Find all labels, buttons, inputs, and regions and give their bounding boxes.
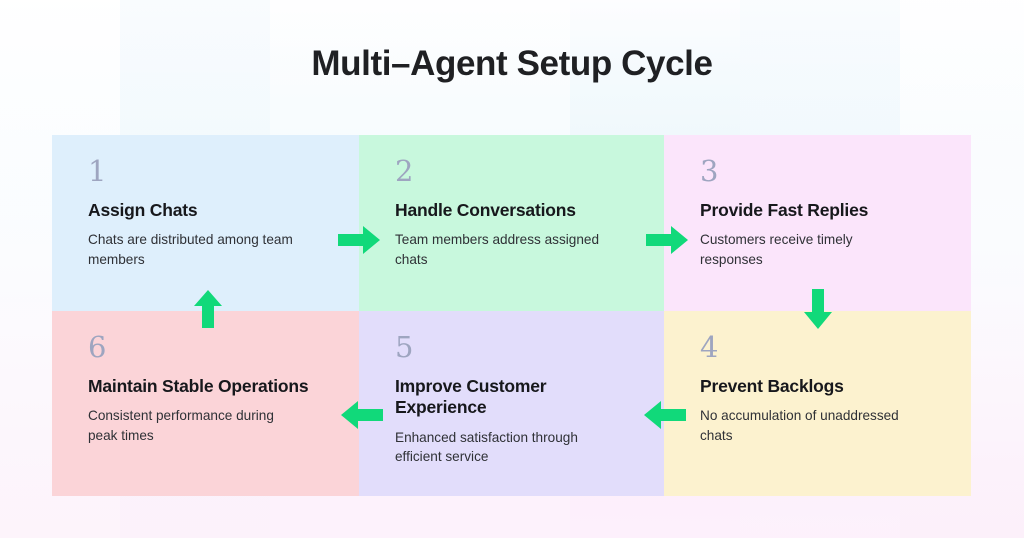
step-number: 5 [395, 330, 414, 364]
step-title: Handle Conversations [395, 200, 576, 220]
step-title: Prevent Backlogs [700, 376, 844, 396]
step-description: Team members address assigned chats [395, 232, 599, 268]
cycle-step-1[interactable]: 1 Assign Chats Chats are distributed amo… [52, 135, 359, 311]
step-title: Maintain Stable Operations [88, 376, 309, 396]
step-number: 6 [88, 330, 107, 364]
step-description: Customers receive timely responses [700, 232, 853, 268]
page-title: Multi–Agent Setup Cycle [311, 44, 713, 83]
cycle-step-5[interactable]: 5 Improve Customer Experience Enhanced s… [359, 311, 664, 496]
cycle-grid: 1 Assign Chats Chats are distributed amo… [52, 135, 971, 496]
step-description: Enhanced satisfaction through efficient … [395, 429, 578, 465]
step-number: 2 [395, 154, 414, 188]
step-description: No accumulation of unaddressed chats [700, 408, 899, 444]
step-title: Provide Fast Replies [700, 200, 869, 220]
step-number: 4 [700, 330, 719, 364]
step-description: Consistent performance during peak times [88, 408, 274, 444]
step-number: 1 [88, 154, 107, 188]
cycle-step-4[interactable]: 4 Prevent Backlogs No accumulation of un… [664, 311, 971, 496]
step-description: Chats are distributed among team members [88, 232, 293, 268]
cycle-step-2[interactable]: 2 Handle Conversations Team members addr… [359, 135, 664, 311]
step-number: 3 [700, 154, 719, 188]
cycle-step-3[interactable]: 3 Provide Fast Replies Customers receive… [664, 135, 971, 311]
step-title: Improve Customer Experience [395, 376, 547, 418]
step-title: Assign Chats [88, 200, 198, 220]
cycle-step-6[interactable]: 6 Maintain Stable Operations Consistent … [52, 311, 359, 496]
